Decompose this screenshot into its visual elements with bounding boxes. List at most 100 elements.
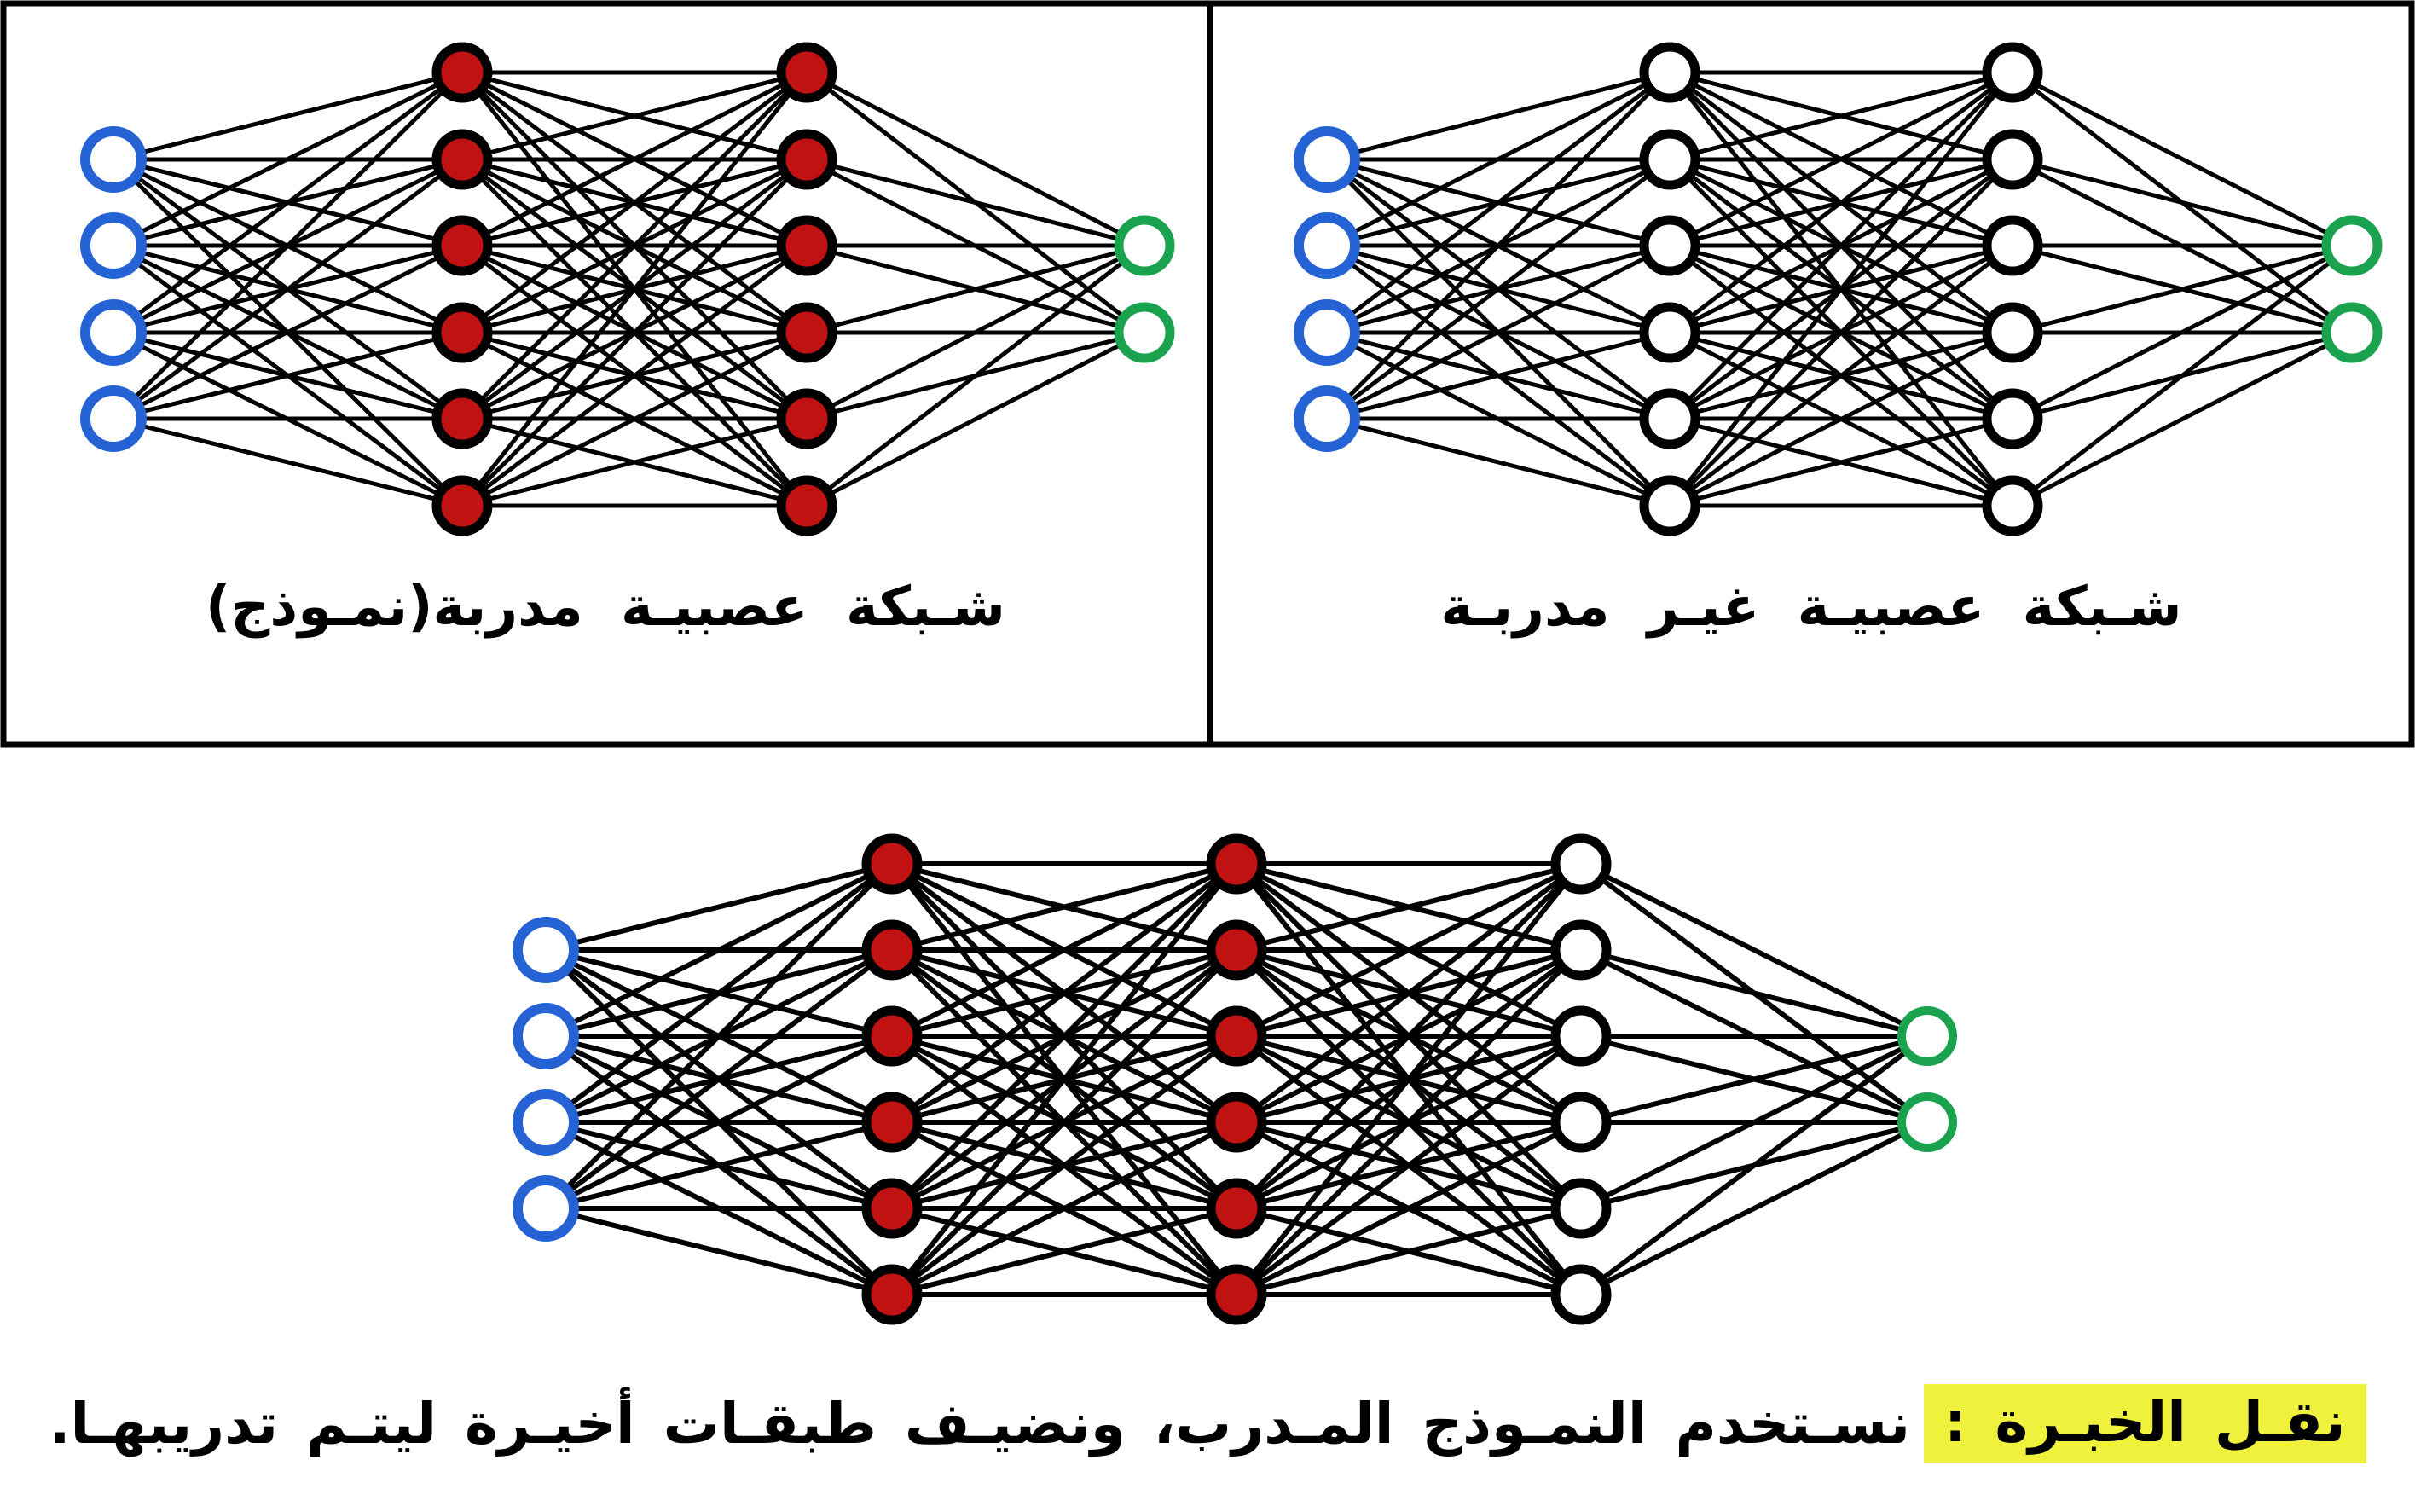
trained-network-hidden-node bbox=[776, 42, 837, 103]
connection-line bbox=[545, 1120, 893, 1211]
connection-line bbox=[112, 70, 464, 248]
transfer-network bbox=[513, 833, 1957, 1325]
untrained-network-output-node bbox=[2321, 215, 2383, 276]
connection-line bbox=[112, 243, 464, 421]
connection-line bbox=[1668, 70, 2014, 248]
transfer-network-input-node bbox=[513, 1175, 579, 1242]
connection-line bbox=[544, 861, 894, 1125]
connection-line bbox=[891, 1206, 1237, 1297]
connection-line bbox=[544, 861, 894, 1039]
connection-line bbox=[1326, 416, 1671, 508]
connection-line bbox=[460, 71, 808, 334]
untrained-network-input-node bbox=[1294, 385, 1360, 452]
connection-line bbox=[1326, 70, 1671, 162]
transfer-network-output-node bbox=[1897, 1092, 1957, 1152]
transfer-network-hidden-node bbox=[1206, 919, 1267, 981]
connection-line bbox=[1579, 1034, 1929, 1211]
connection-line bbox=[1235, 1120, 1583, 1297]
connection-line bbox=[112, 70, 464, 335]
connection-line bbox=[1579, 861, 1929, 1039]
connection-line bbox=[113, 416, 463, 508]
connection-line bbox=[460, 158, 808, 507]
connection-line bbox=[1579, 1120, 1929, 1297]
trained-network-hidden-node bbox=[776, 302, 837, 363]
transfer-network-hidden-node bbox=[861, 833, 923, 895]
connection-line bbox=[1580, 1034, 1928, 1125]
connection-line bbox=[544, 1034, 894, 1211]
connection-line bbox=[805, 244, 1146, 507]
connection-line bbox=[1236, 1206, 1582, 1297]
transfer-network-hidden-node bbox=[1550, 833, 1612, 895]
connection-line bbox=[890, 861, 1238, 1039]
transfer-network-hidden-node bbox=[1550, 1005, 1612, 1067]
connection-line bbox=[1668, 71, 2014, 334]
connection-line bbox=[1580, 947, 1928, 1039]
transfer-network-hidden-node bbox=[1550, 1092, 1612, 1153]
connection-line bbox=[461, 416, 808, 508]
trained-network-label: شـبكة عصبيـة مدربة(نمـوذج) bbox=[206, 576, 1005, 639]
transfer-network-hidden-node bbox=[861, 919, 923, 981]
untrained-network-hidden-node bbox=[1982, 42, 2043, 103]
transfer-network-hidden-node bbox=[1550, 1178, 1612, 1239]
untrained-network-hidden-node bbox=[1982, 388, 2043, 449]
untrained-network-input-node bbox=[1294, 126, 1360, 193]
connection-line bbox=[460, 71, 808, 507]
untrained-network-hidden-node bbox=[1982, 129, 2043, 190]
untrained-network-hidden-node bbox=[1639, 42, 1700, 103]
connection-line bbox=[1325, 70, 1671, 248]
untrained-network-hidden-node bbox=[1639, 129, 1700, 190]
untrained-network-input-node bbox=[1294, 212, 1360, 279]
transfer-network-hidden-node bbox=[1206, 1264, 1267, 1325]
connection-line bbox=[1668, 244, 2014, 507]
connection-line bbox=[1234, 947, 1584, 1297]
connection-line bbox=[1325, 71, 1671, 334]
untrained-network-label: شـبكة عصبيـة غيـر مدربـة bbox=[1440, 576, 2182, 639]
untrained-network-hidden-node bbox=[1982, 302, 2043, 363]
connection-line bbox=[1235, 861, 1583, 1125]
caption-highlight: نقـل الخبـرة : bbox=[1923, 1383, 2366, 1463]
trained-network-hidden-node bbox=[776, 215, 837, 276]
connection-line bbox=[113, 70, 463, 162]
connection-line bbox=[2011, 244, 2354, 507]
connection-line bbox=[460, 244, 808, 507]
transfer-network-hidden-node bbox=[861, 1264, 923, 1325]
connection-line bbox=[1668, 330, 2014, 508]
connection-line bbox=[1669, 416, 2013, 508]
trained-network-hidden-node bbox=[431, 215, 493, 276]
transfer-network-input-node bbox=[513, 1089, 579, 1156]
connection-line bbox=[2011, 70, 2354, 248]
connection-line bbox=[2012, 157, 2353, 248]
connection-line bbox=[2011, 243, 2354, 421]
untrained-network-hidden-node bbox=[1639, 388, 1700, 449]
transfer-network-hidden-node bbox=[1206, 1092, 1267, 1153]
connection-line bbox=[1668, 71, 2014, 507]
connection-line bbox=[806, 243, 1145, 335]
trained-network-hidden-node bbox=[431, 42, 493, 103]
trained-network-hidden-node bbox=[431, 302, 493, 363]
connection-line bbox=[460, 71, 808, 420]
caption: نقـل الخبـرة : نسـتخدم النمـوذج المـدرب،… bbox=[0, 1363, 2415, 1484]
untrained-network-hidden-node bbox=[1982, 475, 2043, 536]
untrained-network-hidden-node bbox=[1639, 302, 1700, 363]
trained-network-hidden-node bbox=[776, 129, 837, 190]
connection-line bbox=[805, 70, 1146, 248]
transfer-network-output-node bbox=[1897, 1006, 1957, 1066]
connection-line bbox=[1668, 158, 2014, 507]
trained-network-hidden-node bbox=[431, 388, 493, 449]
trained-network-hidden-node bbox=[431, 129, 493, 190]
trained-network-hidden-node bbox=[776, 388, 837, 449]
transfer-network-hidden-node bbox=[1550, 919, 1612, 981]
transfer-network-input-node bbox=[513, 917, 579, 983]
connection-line bbox=[113, 330, 463, 421]
connection-line bbox=[2012, 243, 2353, 335]
connection-line bbox=[889, 861, 1239, 1211]
connection-line bbox=[1234, 861, 1584, 1211]
trained-network-output-node bbox=[1114, 302, 1175, 363]
transfer-network-hidden-node bbox=[1550, 1264, 1612, 1325]
connection-line bbox=[889, 862, 1239, 1296]
connection-line bbox=[112, 71, 464, 420]
connection-line bbox=[544, 947, 894, 1211]
connection-line bbox=[460, 70, 808, 248]
connection-line bbox=[1668, 71, 2014, 420]
